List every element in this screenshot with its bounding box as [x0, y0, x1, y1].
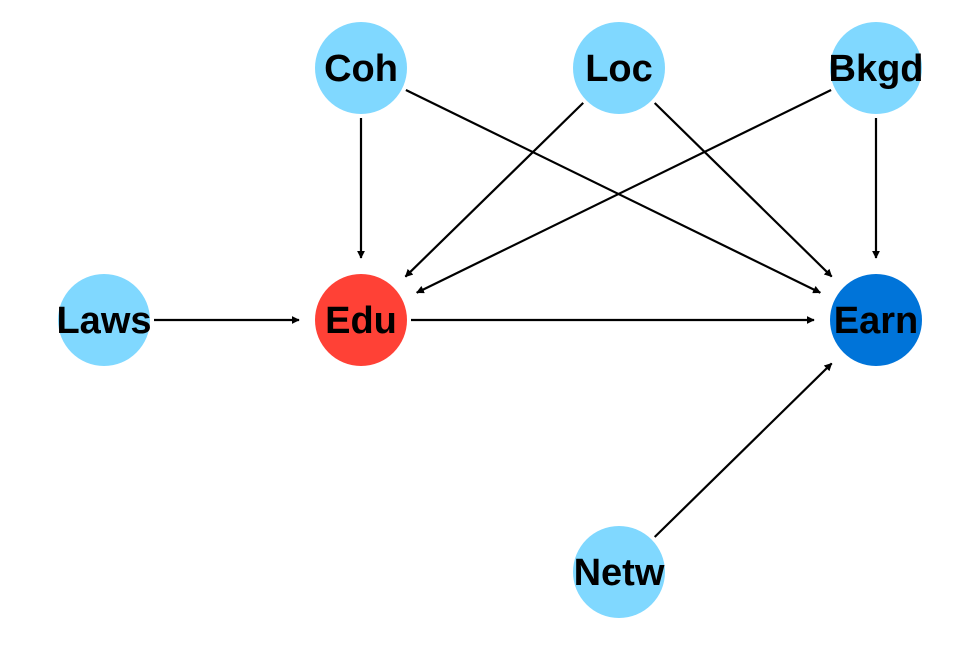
node-circle-laws [58, 274, 150, 366]
node-circle-earn [830, 274, 922, 366]
edge-loc-to-earn [653, 102, 833, 278]
node-circle-bkgd [830, 22, 922, 114]
node-label-loc: Loc [585, 48, 653, 90]
node-label-earn: Earn [834, 300, 918, 342]
node-netw: Netw [573, 526, 665, 618]
node-laws: Laws [56, 274, 152, 366]
node-label-edu: Edu [325, 300, 397, 342]
node-earn: Earn [830, 274, 922, 366]
node-circle-loc [573, 22, 665, 114]
edge-coh-to-earn [405, 89, 822, 294]
node-label-laws: Laws [56, 300, 151, 342]
node-bkgd: Bkgd [829, 22, 924, 114]
node-coh: Coh [315, 22, 407, 114]
node-loc: Loc [573, 22, 665, 114]
edge-bkgd-to-edu [415, 89, 832, 294]
node-circle-edu [315, 274, 407, 366]
edge-netw-to-earn [653, 362, 833, 538]
node-circle-netw [573, 526, 665, 618]
edge-loc-to-edu [404, 102, 584, 278]
node-label-bkgd: Bkgd [829, 48, 924, 90]
node-circle-coh [315, 22, 407, 114]
node-label-coh: Coh [324, 48, 398, 90]
node-label-netw: Netw [574, 552, 665, 594]
edges-layer [154, 89, 880, 538]
node-edu: Edu [315, 274, 407, 366]
